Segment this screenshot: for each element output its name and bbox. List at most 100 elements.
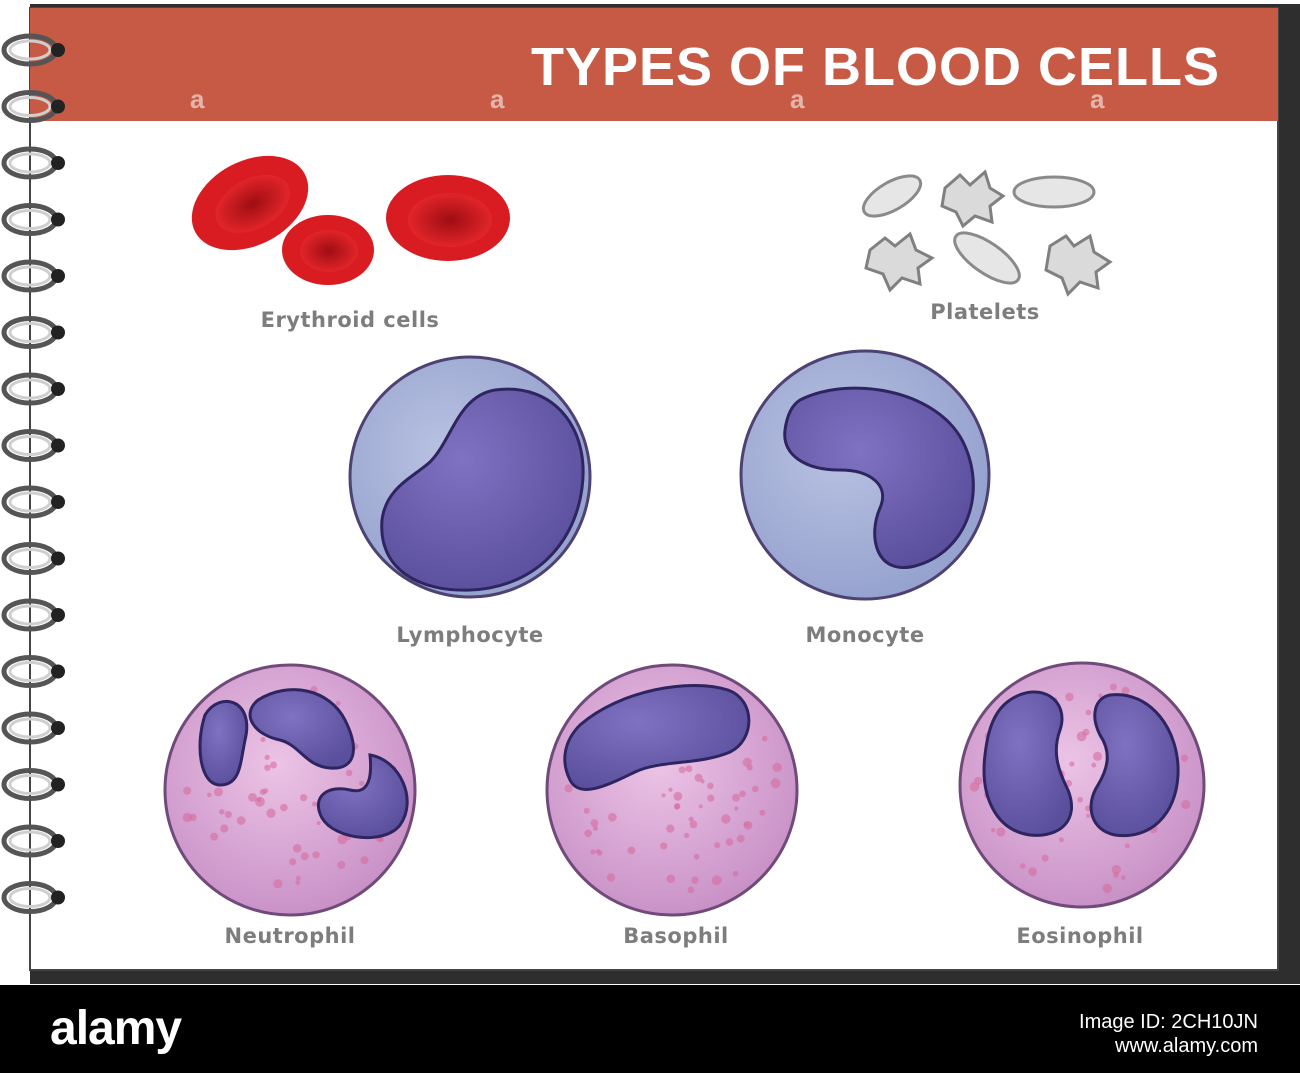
watermark-footer: alamy Image ID: 2CH10JN www.alamy.com bbox=[0, 985, 1300, 1073]
red-blood-cell bbox=[282, 215, 374, 285]
eosinophil-cell bbox=[958, 661, 1206, 909]
platelet-spiky bbox=[940, 169, 1006, 229]
label-eosinophil: Eosinophil bbox=[1016, 924, 1144, 948]
erythroid-cells bbox=[191, 155, 510, 285]
granule bbox=[259, 788, 266, 796]
granule bbox=[1180, 754, 1189, 762]
granule bbox=[660, 842, 668, 850]
label-monocyte: Monocyte bbox=[805, 623, 925, 647]
granule bbox=[751, 785, 759, 793]
granule bbox=[770, 778, 781, 789]
granule bbox=[1102, 883, 1112, 894]
granule bbox=[1069, 761, 1075, 767]
image-id: Image ID: 2CH10JN bbox=[1079, 1011, 1258, 1033]
granule bbox=[213, 787, 223, 797]
granule bbox=[732, 870, 739, 877]
granule bbox=[742, 757, 752, 767]
granule bbox=[264, 754, 270, 761]
granule bbox=[743, 821, 749, 827]
granule bbox=[583, 807, 590, 814]
granule bbox=[714, 842, 721, 849]
granule bbox=[592, 825, 599, 831]
granule bbox=[360, 856, 369, 865]
granule bbox=[1121, 686, 1130, 695]
granule bbox=[1086, 813, 1091, 818]
granule bbox=[289, 858, 297, 866]
granule bbox=[685, 765, 693, 773]
platelet bbox=[861, 174, 923, 218]
granule bbox=[595, 848, 601, 854]
granule bbox=[1058, 837, 1064, 843]
label-platelets: Platelets bbox=[930, 300, 1040, 324]
granule bbox=[220, 824, 229, 833]
site-url: www.alamy.com bbox=[1115, 1035, 1258, 1057]
granule bbox=[996, 827, 1006, 837]
granule bbox=[590, 819, 599, 827]
granule bbox=[266, 808, 276, 818]
red-blood-cell bbox=[386, 175, 510, 261]
spiral-ring bbox=[1, 90, 65, 123]
granule bbox=[1124, 843, 1130, 849]
platelet bbox=[953, 231, 1021, 285]
spiral-ring bbox=[1, 542, 65, 575]
spiral-ring bbox=[1, 372, 65, 406]
label-neutrophil: Neutrophil bbox=[224, 924, 356, 948]
granule bbox=[678, 766, 686, 774]
granule bbox=[608, 812, 617, 822]
granule bbox=[674, 802, 681, 810]
platelet bbox=[1012, 175, 1096, 209]
granule bbox=[666, 874, 676, 884]
notebook-illustration: a a a a bbox=[1, 4, 1300, 984]
granule bbox=[1082, 728, 1090, 736]
spiral-ring bbox=[1, 203, 65, 236]
granule bbox=[300, 852, 309, 861]
granule bbox=[564, 784, 573, 793]
granule bbox=[1113, 872, 1119, 878]
granule bbox=[292, 843, 302, 853]
granule bbox=[210, 832, 219, 841]
granule bbox=[746, 764, 753, 771]
granule bbox=[224, 810, 233, 819]
granule bbox=[273, 879, 283, 889]
red-blood-cell bbox=[191, 155, 309, 251]
granule bbox=[691, 876, 699, 884]
granule bbox=[689, 820, 698, 829]
platelet-spiky bbox=[1044, 233, 1113, 297]
granule bbox=[721, 814, 731, 824]
granule bbox=[707, 794, 715, 802]
neutrophil-nucleus bbox=[198, 699, 249, 787]
platelets bbox=[861, 169, 1113, 297]
granule bbox=[1120, 875, 1126, 880]
spiral-ring bbox=[1, 824, 65, 858]
spiral-ring bbox=[1, 259, 65, 293]
lymphocyte-nucleus bbox=[380, 387, 585, 592]
granule bbox=[732, 793, 740, 802]
granule bbox=[668, 787, 673, 792]
spiral-ring bbox=[1, 655, 65, 688]
granule bbox=[736, 834, 745, 843]
label-erythroid-cells: Erythroid cells bbox=[260, 308, 440, 332]
platelet-spiky bbox=[864, 231, 935, 293]
svg-text:a: a bbox=[490, 84, 505, 114]
spiral-ring bbox=[1, 146, 65, 180]
monocyte-nucleus bbox=[783, 386, 975, 570]
granule bbox=[1181, 799, 1191, 810]
spiral-ring bbox=[1, 881, 65, 914]
granule bbox=[183, 786, 192, 795]
granule bbox=[1091, 762, 1097, 768]
granule bbox=[734, 806, 739, 811]
granule bbox=[345, 769, 353, 777]
granule bbox=[295, 875, 301, 881]
granule bbox=[666, 824, 675, 833]
neutrophil-cell bbox=[163, 663, 417, 917]
granule bbox=[693, 853, 700, 860]
granule bbox=[270, 761, 278, 769]
granule bbox=[1111, 864, 1122, 875]
spiral-ring bbox=[1, 33, 65, 67]
monocyte-cell bbox=[739, 349, 991, 601]
granule bbox=[311, 801, 318, 807]
spiral-ring bbox=[1, 598, 65, 632]
granule bbox=[673, 791, 683, 801]
title-banner bbox=[30, 8, 1278, 121]
granule bbox=[707, 782, 714, 790]
